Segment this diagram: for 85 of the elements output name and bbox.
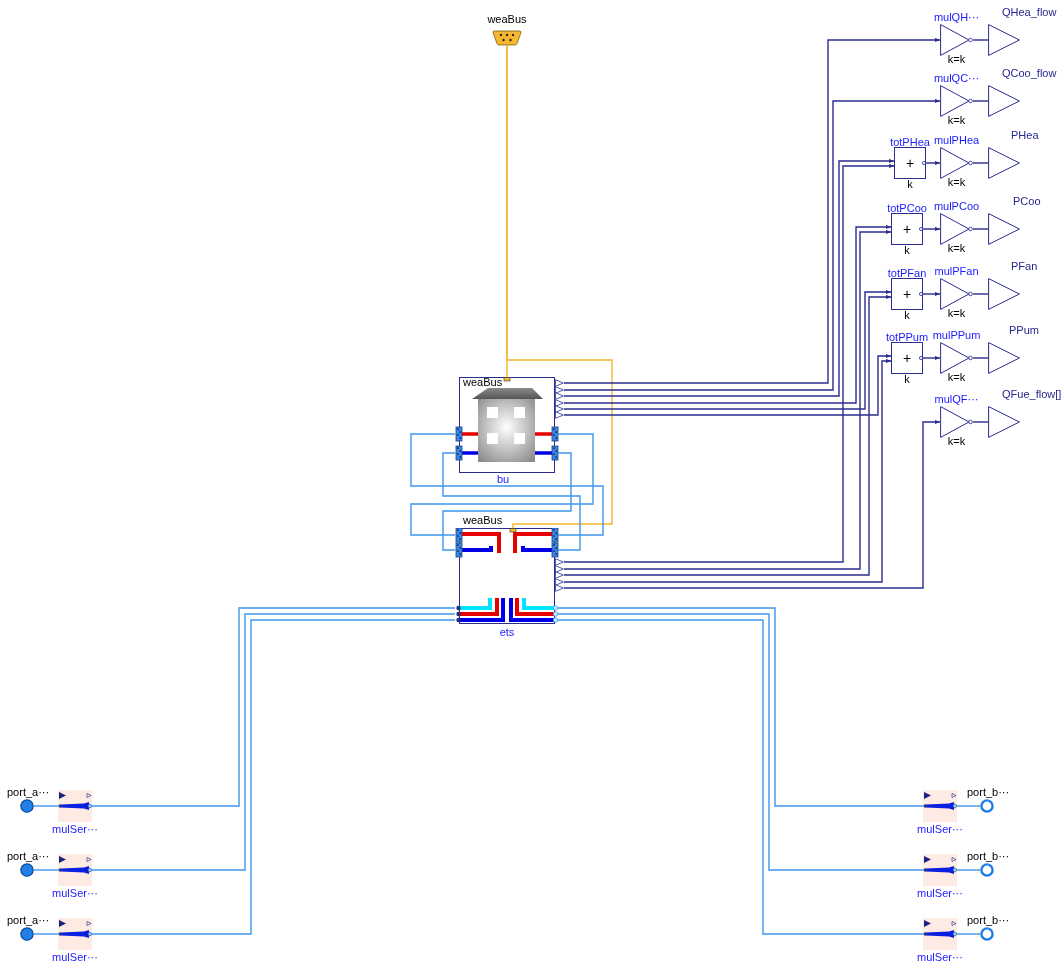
port-label: port_b···: [967, 850, 1010, 862]
connection-line: [91, 607, 456, 807]
connection-line: [563, 37, 941, 384]
port-label: port_a···: [7, 914, 50, 926]
connection-line: [972, 39, 989, 41]
output-name: PCoo: [1013, 195, 1041, 207]
output-name: PFan: [1011, 260, 1038, 272]
port-label: port_a···: [7, 850, 50, 862]
block-name: mulPPum: [932, 329, 981, 341]
block-name: ets: [499, 626, 515, 638]
connection-line: [33, 869, 59, 871]
connection-line: [563, 358, 892, 583]
connection-line: [956, 933, 981, 935]
connection-line: [922, 226, 941, 232]
connection-line: [33, 805, 59, 807]
connection-line: [956, 869, 981, 871]
plus-sign: +: [902, 222, 912, 236]
connection-line: [563, 289, 892, 410]
block-name: totPCoo: [887, 202, 927, 214]
block-name: mulPHea: [933, 134, 980, 146]
output-name: PHea: [1011, 129, 1039, 141]
connection-line: [563, 229, 892, 570]
block-name: mulPCoo: [933, 200, 980, 212]
connection-line: [563, 353, 892, 416]
block-name: mulQF···: [934, 393, 979, 405]
connection-line: [972, 228, 989, 230]
connection-line: [972, 293, 989, 295]
connection-line: [506, 45, 613, 529]
connection-line: [91, 613, 456, 871]
port-label: port_a···: [7, 786, 50, 798]
connection-line: [91, 619, 456, 935]
block-name: mulSer···: [52, 823, 98, 835]
block-name: mulQC···: [933, 72, 980, 84]
connection-line: [563, 163, 895, 563]
connection-line: [972, 162, 989, 164]
connection-line: [925, 160, 941, 166]
connection-line: [563, 294, 892, 576]
output-name: QFue_flow[]: [1002, 388, 1062, 400]
port-label: weaBus: [463, 514, 503, 526]
connection-line: [33, 933, 59, 935]
block-name: totPHea: [890, 136, 930, 148]
connection-line: [972, 421, 989, 423]
output-name: QHea_flow: [1002, 6, 1057, 18]
connection-line: [956, 805, 981, 807]
plus-sign: +: [902, 351, 912, 365]
block-name: mulSer···: [917, 951, 963, 963]
port-label: weaBus: [463, 376, 503, 388]
block-name: mulPFan: [934, 265, 979, 277]
block-name: totPPum: [885, 331, 929, 343]
plus-sign: +: [902, 287, 912, 301]
parameter-label: k: [904, 373, 910, 385]
connection-line: [563, 607, 924, 807]
block-name: mulSer···: [917, 823, 963, 835]
bus-label: weaBus: [487, 13, 527, 25]
connection-line: [563, 98, 941, 391]
block-name: mulQH···: [933, 11, 980, 23]
parameter-label: k=k: [947, 435, 966, 447]
connection-line: [563, 224, 892, 404]
output-name: QCoo_flow: [1002, 67, 1057, 79]
port-label: port_b···: [967, 914, 1010, 926]
connection-line: [563, 613, 924, 871]
connection-line: [563, 419, 941, 589]
parameter-label: k=k: [947, 371, 966, 383]
parameter-label: k=k: [947, 114, 966, 126]
output-name: PPum: [1009, 324, 1039, 336]
block-name: mulSer···: [52, 951, 98, 963]
port-label: port_b···: [967, 786, 1010, 798]
parameter-label: k=k: [947, 307, 966, 319]
connection-line: [922, 355, 941, 361]
connection-line: [922, 291, 941, 297]
parameter-label: k=k: [947, 53, 966, 65]
block-name: totPFan: [887, 267, 927, 279]
parameter-label: k=k: [947, 176, 966, 188]
connection-line: [972, 100, 989, 102]
parameter-label: k: [904, 244, 910, 256]
connection-line: [563, 619, 924, 935]
parameter-label: k: [904, 309, 910, 321]
parameter-label: k=k: [947, 242, 966, 254]
block-name: bu: [497, 473, 510, 485]
connection-line: [972, 357, 989, 359]
parameter-label: k: [907, 178, 913, 190]
block-name: mulSer···: [917, 887, 963, 899]
block-name: mulSer···: [52, 887, 98, 899]
connection-line: [563, 158, 895, 397]
plus-sign: +: [905, 156, 915, 170]
